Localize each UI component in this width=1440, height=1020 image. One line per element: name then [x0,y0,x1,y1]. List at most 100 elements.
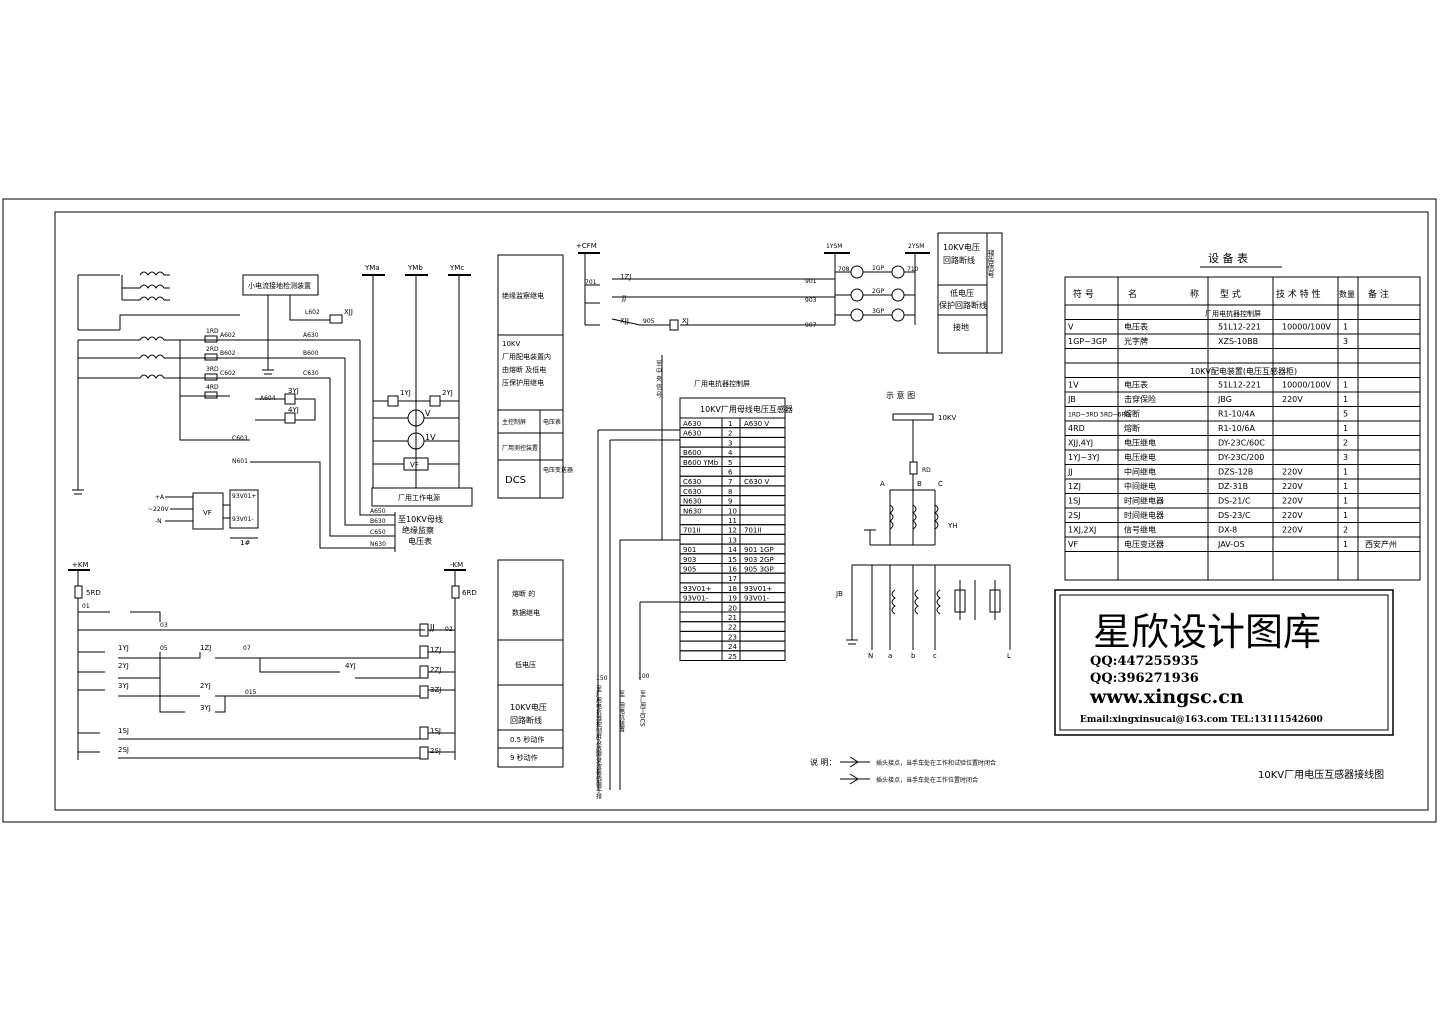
ctrl-yj1-label: 1YJ [118,644,129,652]
vf-n-label: -N [155,518,162,525]
terminal-left: 701II [683,527,701,535]
eq-cell: 电压变送器 [1124,539,1164,549]
yj3-label: 3YJ [288,387,299,395]
terminal-left: N630 [683,498,702,506]
lt-row6b: 数据继电 [512,608,540,617]
terminal-number: 15 [728,556,737,564]
eq-cell: 1 [1343,497,1348,506]
a602-label: A602 [220,332,236,339]
rd1-label: 1RD [206,328,219,335]
eq-header-name: 名 [1128,288,1137,300]
eq-cell: 4RD [1068,424,1085,433]
terminal-right: 93V01+ [744,585,773,593]
ctrl-yj2-label: 2YJ [118,662,129,670]
eq-cell: 1SJ [1068,497,1081,506]
terminal-left: A630 [683,430,701,438]
ctrl-zj1-label: 1ZJ [200,644,211,652]
terminal-row [679,650,786,661]
to-bus-label-2: 绝缘监察 [402,525,434,535]
schematic-kv: 10KV [938,414,956,422]
sheet-title: 10KV厂用电压互感器接线图 [1258,768,1384,781]
to-bus-label: 至10KV母线 [398,514,443,524]
terminal-number: 20 [728,604,737,612]
eq-cell: JAV-OS [1217,540,1245,549]
rd5-label: 5RD [86,589,101,597]
lt-row8b: 回路断线 [510,715,542,725]
n630-label: N630 [370,541,386,548]
eq-header-name2: 称 [1190,288,1199,300]
n708-label: 708 [838,266,850,273]
notes: 说 明： 插头接点，当手车处在工作和试验位置时闭合 插头接点，当手车处在工作位置… [810,756,996,785]
eq-cell: 1GP~3GP [1068,337,1107,346]
eq-cell: 1 [1343,424,1348,433]
vf-label: VF [410,461,419,469]
notes-label: 说 明： [810,757,837,767]
work-power-label: 厂用工作电源 [398,493,440,502]
eq-cell: 电压表 [1124,380,1148,390]
schematic-phase-a: a [888,652,892,660]
terminal-right: 901 1GP [744,546,774,554]
terminal-number: 17 [728,575,737,583]
eq-header-qty: 数量 [1339,289,1355,299]
eq-cell: 220V [1282,511,1303,520]
v1-label: 1V [425,433,436,442]
ctrl-sj2-coil-label: 2SJ [430,747,441,755]
signal-circuit: +CFM 701 1ZJ JJ XJJ 905 XJ 901 903 907 1… [576,232,1003,354]
terminal-number: 8 [728,488,732,496]
eq-section-2: 10KV配电装置(电压互感器柜) [1190,366,1297,376]
eq-cell: VF [1068,540,1078,549]
v01m-label: 93V01- [232,516,254,523]
terminal-left: 93V01+ [683,585,712,593]
note-2: 插头接点，当手车处在工作位置时闭合 [876,776,978,784]
lt-row3a: 主控制屏 [502,418,526,426]
eq-cell: 220V [1282,482,1303,491]
b630-bottom-label: B630 [370,518,386,525]
terminal-left: C630 [683,488,701,496]
n015-label: 015 [245,689,257,696]
terminal-left: 93V01- [683,595,709,603]
eq-cell: 中间继电 [1124,481,1156,491]
eq-cell: DZS-12B [1218,468,1253,477]
ymb-label: YMb [407,264,423,272]
n901-label: 901 [805,278,817,285]
watermark-contact: Email:xingxinsucai@163.com TEL:131115426… [1080,715,1323,725]
lt-row10: 9 秒动作 [510,753,538,762]
lt-row2a: 10KV [502,340,520,348]
schematic-b: B [917,480,922,488]
n903-label: 903 [805,297,817,304]
pt-secondary-circuit: 小电流接地检测装置 XJJ L602 A602 B602 C602 A630 B… [72,264,473,552]
rd3-label: 3RD [206,366,219,373]
terminal-number: 5 [728,459,732,467]
lt-row2b: 厂用配电装置内 [502,352,551,361]
eq-cell: 220V [1282,497,1303,506]
eq-header-spec: 技 术 特 性 [1276,288,1321,300]
n01-label: 01 [82,603,90,610]
sig-jj-label: JJ [621,294,626,302]
terminal-number: 23 [728,633,737,641]
note-1: 插头接点，当手车处在工作和试验位置时闭合 [876,759,996,767]
eq-cell: 1 [1343,468,1348,477]
lt-row5a: DCS [505,475,526,486]
b600-label: B600 [303,350,319,357]
gp1-label: 1GP [872,265,884,272]
terminal-number: 10 [728,507,737,515]
lt-row5b: 电压变送器 [543,466,573,474]
c603-label: C603 [232,435,248,442]
terminal-number: 12 [728,527,737,535]
eq-cell: 电压继电 [1124,452,1156,462]
terminal-left: N630 [683,507,702,515]
schematic-jb: JB [835,590,843,598]
equipment-table-title: 设 备 表 [1208,251,1248,265]
eq-cell: 2 [1343,526,1348,535]
eq-cell: 220V [1282,468,1303,477]
b602-label: B602 [220,350,236,357]
jd-label: 1# [240,539,250,547]
eq-header-symbol: 符 号 [1073,288,1094,300]
eq-cell: 西安产州 [1365,539,1397,549]
terminal-number: 22 [728,624,737,632]
eq-cell: 熔断 [1124,423,1140,433]
schematic-yh: YH [947,522,958,530]
schematic-phase-l: L [1007,652,1011,660]
eq-cell: DX-8 [1218,526,1237,535]
